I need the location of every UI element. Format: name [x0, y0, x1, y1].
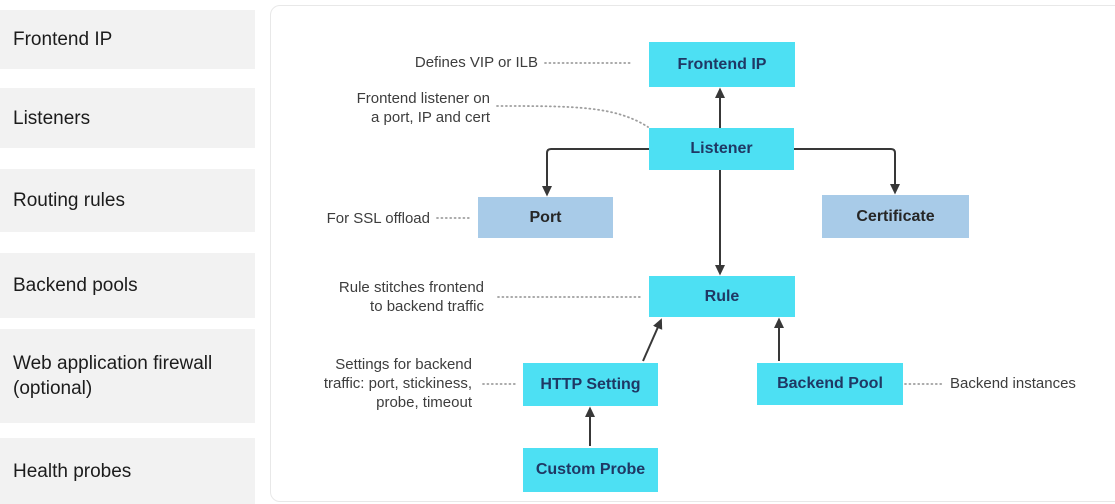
sidebar-item-routing-rules[interactable]: Routing rules — [0, 169, 255, 232]
node-rule: Rule — [649, 276, 795, 317]
sidebar-item-web-application-firewall[interactable]: Web application firewall (optional) — [0, 329, 255, 423]
sidebar-item-label: Frontend IP — [13, 29, 113, 50]
annotation-frontend-listener: Frontend listener on a port, IP and cert — [290, 89, 490, 127]
node-label: Frontend IP — [677, 55, 767, 73]
node-http-setting: HTTP Setting — [523, 363, 658, 406]
sidebar-item-label: Web application firewall (optional) — [13, 353, 213, 399]
annotation-backend-settings: Settings for backend traffic: port, stic… — [272, 355, 472, 412]
sidebar-item-backend-pools[interactable]: Backend pools — [0, 253, 255, 318]
annotation-text: Defines VIP or ILB — [414, 54, 538, 71]
annotation-text: Backend instances — [950, 375, 1076, 392]
annotation-text: Settings for backend — [335, 356, 472, 373]
node-certificate: Certificate — [822, 195, 969, 238]
annotation-rule-stitches: Rule stitches frontend to backend traffi… — [284, 278, 484, 316]
sidebar-item-label: Health probes — [13, 460, 132, 482]
sidebar-item-label: Routing rules — [13, 190, 125, 211]
node-port: Port — [478, 197, 613, 238]
annotation-text: For SSL offload — [326, 210, 430, 227]
diagram-panel — [270, 5, 1115, 502]
annotation-text: a port, IP and cert — [371, 109, 490, 126]
node-custom-probe: Custom Probe — [523, 448, 658, 492]
annotation-defines-vip: Defines VIP or ILB — [338, 53, 538, 72]
node-label: Port — [529, 208, 562, 226]
node-label: Listener — [690, 140, 753, 157]
node-frontend-ip: Frontend IP — [649, 42, 795, 87]
annotation-ssl-offload: For SSL offload — [280, 209, 430, 228]
annotation-backend-instances: Backend instances — [950, 374, 1110, 393]
sidebar-item-label: Listeners — [13, 107, 91, 129]
node-label: Backend Pool — [777, 375, 883, 392]
annotation-text: Rule stitches frontend — [338, 279, 484, 296]
node-backend-pool: Backend Pool — [757, 363, 903, 405]
node-label: Rule — [704, 287, 740, 305]
sidebar-item-label: Backend pools — [13, 275, 138, 296]
annotation-text: traffic: port, stickiness, — [323, 375, 472, 392]
sidebar-item-health-probes[interactable]: Health probes — [0, 438, 255, 504]
annotation-text: to backend traffic — [370, 298, 484, 315]
node-label: HTTP Setting — [540, 375, 641, 393]
annotation-text: probe, timeout — [376, 394, 472, 411]
annotation-text: Frontend listener on — [356, 90, 490, 107]
sidebar-item-listeners[interactable]: Listeners — [0, 88, 255, 148]
node-label: Custom Probe — [535, 461, 646, 478]
sidebar-item-frontend-ip[interactable]: Frontend IP — [0, 10, 255, 69]
node-label: Certificate — [856, 207, 935, 225]
node-listener: Listener — [649, 128, 794, 170]
